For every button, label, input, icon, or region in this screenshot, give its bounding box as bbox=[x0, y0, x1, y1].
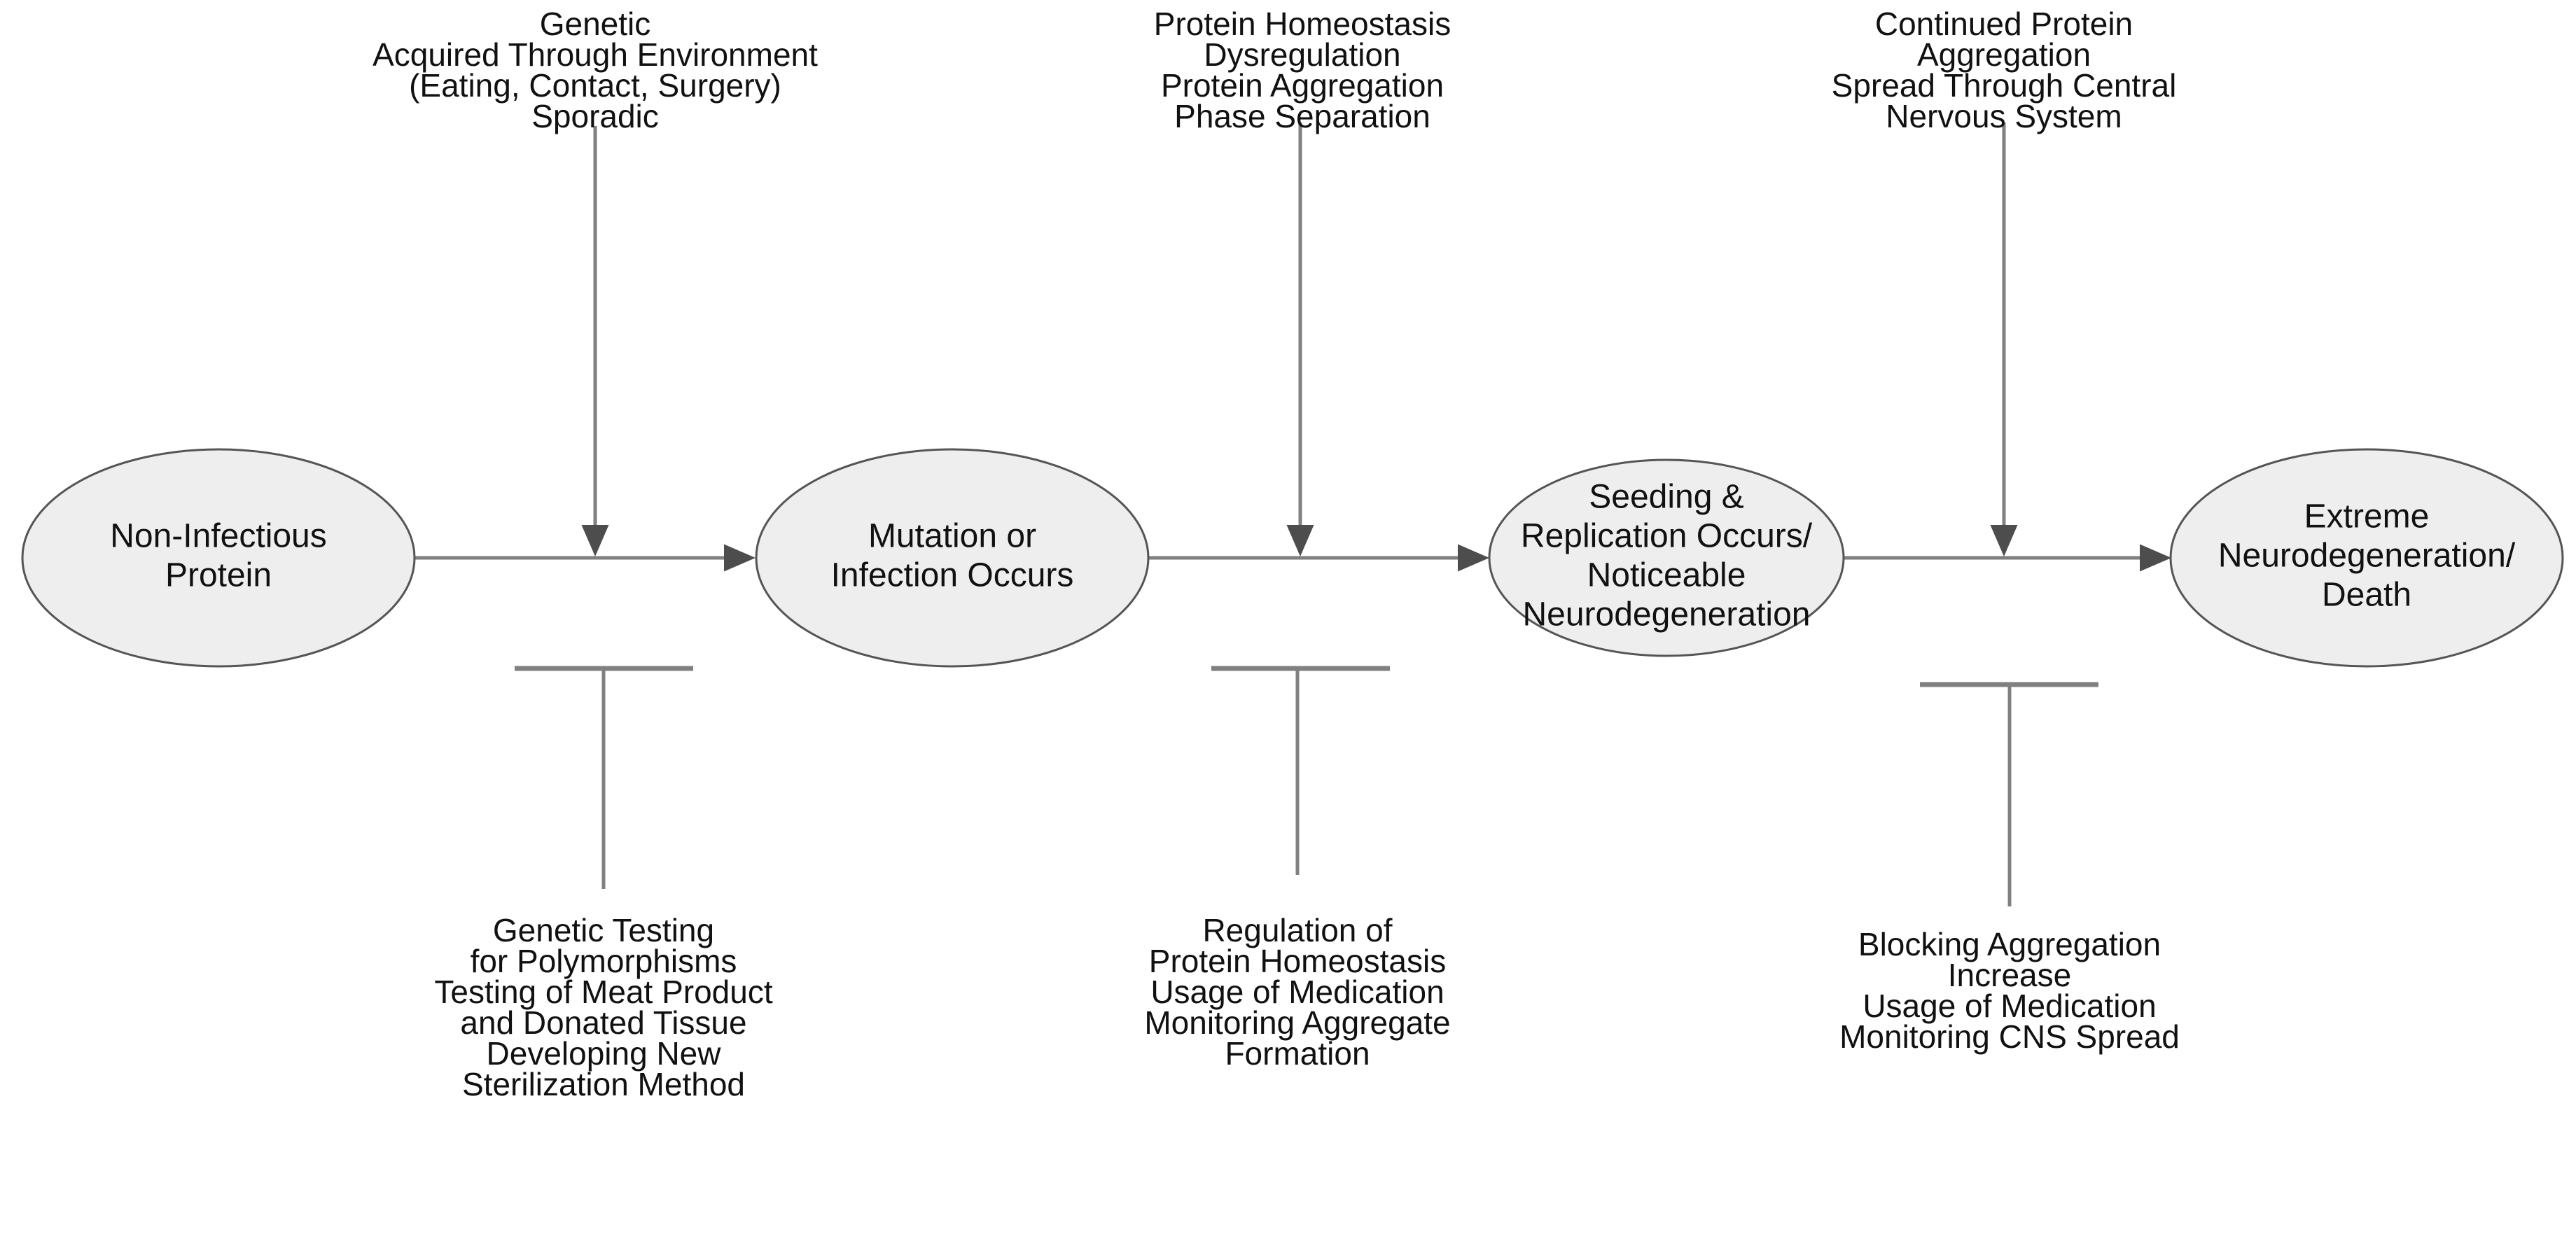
intervention-label-line: Increase bbox=[1948, 957, 2071, 993]
intervention-label-line: Protein Homeostasis bbox=[1149, 943, 1446, 979]
cause-label-line: Genetic bbox=[540, 6, 651, 42]
node-label-line: Neurodegeneration bbox=[1523, 596, 1811, 633]
node-label-line: Extreme bbox=[2304, 498, 2430, 535]
node-label-line: Mutation or bbox=[868, 518, 1036, 555]
cause-label-line: Protein Homeostasis bbox=[1154, 6, 1451, 42]
cause-annotation-proteostasis: Protein HomeostasisDysregulationProtein … bbox=[1154, 6, 1451, 134]
node-seeding-replication-neurodegeneration[interactable]: Seeding &Replication Occurs/NoticeableNe… bbox=[1488, 458, 1845, 657]
intervention-label-line: Usage of Medication bbox=[1863, 988, 2156, 1024]
node-label-line: Noticeable bbox=[1587, 557, 1746, 594]
cause-label-line: Protein Aggregation bbox=[1161, 67, 1444, 104]
node-label-line: Replication Occurs/ bbox=[1521, 518, 1813, 555]
node-shape-mutation-or-infection-occurs bbox=[755, 448, 1150, 668]
intervention-label-line: for Polymorphisms bbox=[471, 943, 737, 979]
intervention-label-line: Developing New bbox=[487, 1035, 722, 1072]
node-label-line: Seeding & bbox=[1589, 479, 1744, 516]
intervention-label-line: Testing of Meat Product bbox=[434, 974, 772, 1010]
cause-label-line: Acquired Through Environment bbox=[373, 36, 818, 73]
intervention-label-line: Monitoring CNS Spread bbox=[1839, 1018, 2180, 1055]
node-label-line: Non-Infectious bbox=[110, 518, 327, 555]
intervention-label-line: Genetic Testing bbox=[493, 912, 714, 948]
intervention-label-line: Formation bbox=[1225, 1035, 1370, 1072]
cause-arrows-group bbox=[581, 122, 2018, 556]
intervention-label-line: Usage of Medication bbox=[1150, 974, 1444, 1010]
intervention-label-line: Regulation of bbox=[1202, 912, 1392, 948]
intervention-label-line: Sterilization Method bbox=[462, 1066, 745, 1102]
node-label-line: Neurodegeneration/ bbox=[2218, 538, 2516, 575]
cause-label-line: (Eating, Contact, Surgery) bbox=[409, 67, 781, 104]
intervention-bars-group bbox=[515, 666, 2098, 906]
cause-label-line: Spread Through Central bbox=[1832, 67, 2177, 104]
node-label-line: Infection Occurs bbox=[831, 557, 1074, 594]
cause-label-line: Aggregation bbox=[1917, 36, 2091, 73]
cause-label-line: Continued Protein bbox=[1875, 6, 2133, 42]
intervention-label-line: and Donated Tissue bbox=[460, 1004, 746, 1041]
intervention-label-line: Blocking Aggregation bbox=[1858, 926, 2161, 962]
cause-label-line: Dysregulation bbox=[1204, 36, 1400, 73]
cause-label-line: Sporadic bbox=[531, 98, 659, 134]
cause-label-line: Phase Separation bbox=[1174, 98, 1430, 134]
node-shape-non-infectious-protein bbox=[21, 448, 416, 668]
node-shape-extreme-neurodegeneration-death bbox=[2169, 448, 2564, 668]
intervention-label-line: Monitoring Aggregate bbox=[1144, 1004, 1450, 1041]
node-label-line: Death bbox=[2322, 577, 2411, 614]
node-shape-seeding-replication-neurodegeneration bbox=[1488, 458, 1845, 657]
cause-label-line: Nervous System bbox=[1886, 98, 2122, 134]
node-label-line: Protein bbox=[165, 557, 272, 594]
